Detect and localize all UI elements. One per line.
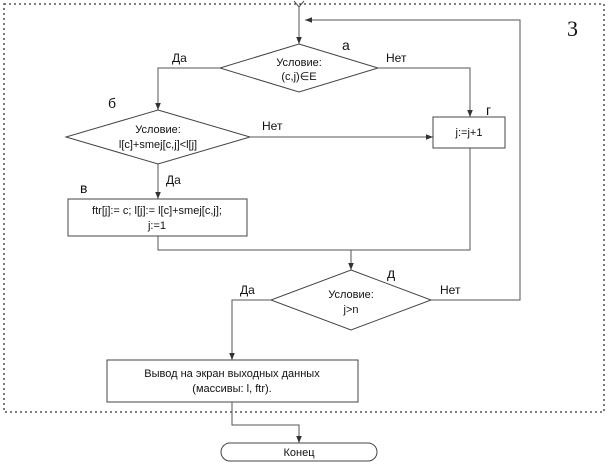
decision-d bbox=[269, 269, 433, 331]
process-g-letter: г bbox=[486, 102, 491, 118]
process-v-letter: в bbox=[80, 180, 87, 196]
decision-d-line-2: j>n bbox=[343, 304, 359, 316]
output-block bbox=[106, 359, 359, 403]
decision-a-line-2: (c,j)∈E bbox=[281, 71, 316, 83]
decision-d-line-1: Условие: bbox=[328, 289, 374, 301]
section-number: 3 bbox=[567, 16, 578, 41]
decision-b-line-2: l[c]+smej[c,j]<l[j] bbox=[119, 139, 197, 151]
decision-d-yes-line bbox=[229, 299, 271, 360]
process-v-line-2: j:=1 bbox=[147, 220, 166, 232]
output-block-line-2: (массивы: l, ftr). bbox=[192, 383, 271, 395]
process-g bbox=[432, 116, 506, 149]
decision-d-letter: д bbox=[387, 265, 395, 281]
loop-return-line bbox=[305, 17, 521, 301]
decision-d-yes-label: Да bbox=[240, 283, 255, 297]
decision-b bbox=[64, 109, 252, 165]
decision-a-yes-label: Да bbox=[172, 51, 187, 65]
terminator-label: Конец bbox=[283, 447, 315, 459]
process-v-out-line bbox=[157, 236, 351, 251]
output-to-end-line bbox=[231, 402, 302, 443]
decision-b-line-1: Условие: bbox=[135, 124, 181, 136]
decision-a-letter: а bbox=[342, 37, 350, 53]
section-frame bbox=[3, 3, 605, 413]
decision-a-yes-line bbox=[155, 67, 220, 110]
decision-a-no-label: Нет bbox=[386, 51, 407, 65]
process-g-line-1: j:=j+1 bbox=[455, 127, 483, 139]
output-block-line-1: Вывод на экран выходных данных bbox=[144, 368, 320, 380]
decision-a-no-line bbox=[378, 67, 473, 117]
decision-a-line-1: Условие: bbox=[276, 57, 322, 69]
decision-b-no-label: Нет bbox=[262, 119, 283, 133]
process-v bbox=[67, 198, 248, 237]
process-v-line-1: ftr[j]:= c; l[j]:= l[c]+smej[c,j]; bbox=[92, 205, 222, 217]
decision-d-no-label: Нет bbox=[440, 283, 461, 297]
decision-b-letter: б bbox=[108, 95, 116, 111]
terminator-end bbox=[220, 442, 378, 462]
process-g-out-line bbox=[351, 148, 471, 251]
decision-a bbox=[218, 43, 380, 93]
decision-b-yes-label: Да bbox=[166, 173, 181, 187]
